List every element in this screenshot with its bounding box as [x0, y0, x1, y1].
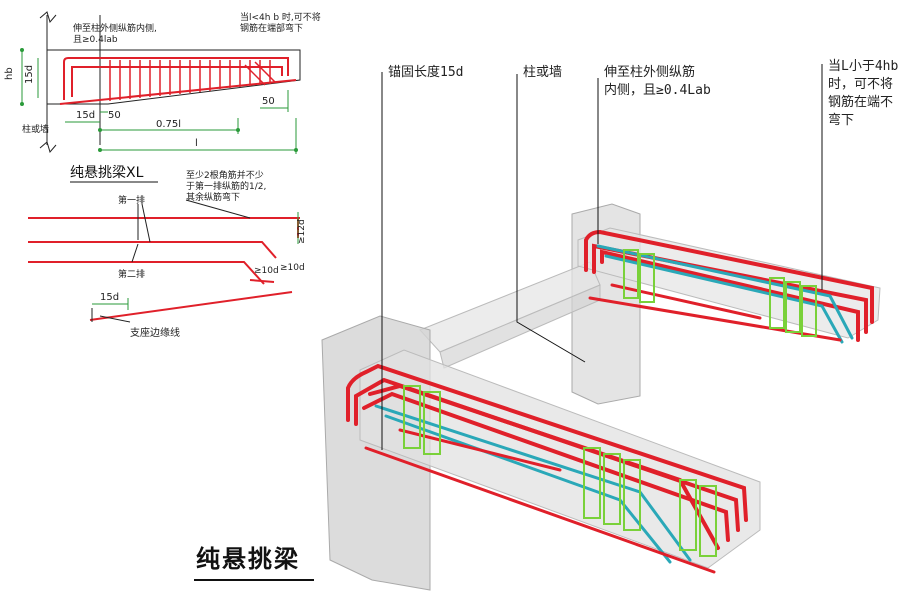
- section-title: 纯悬挑梁XL: [70, 165, 144, 181]
- dimension-lines: [20, 48, 298, 154]
- stirrups: [109, 60, 276, 101]
- front-beam-rebars: [346, 363, 748, 574]
- dim-10d-b-label: ≥10d: [280, 263, 305, 273]
- note-inner-side-line1: 伸至柱外侧纵筋内侧,: [73, 22, 157, 34]
- break-mark-top: [39, 11, 57, 24]
- dim-50-left-label: 50: [108, 110, 121, 121]
- bar-row2-bent-a: [28, 261, 265, 285]
- bar-bottom: [89, 291, 293, 321]
- bar-note-line1: 至少2根角筋并不少: [186, 169, 264, 181]
- bar-detail: 至少2根角筋并不少 于第一排纵筋的1/2, 其余纵筋弯下 第一排 第二排 ≥12…: [28, 169, 307, 339]
- support-label: 柱或墙: [22, 123, 49, 135]
- dim-12d-label: ≥12d: [297, 219, 307, 244]
- callout-end-line4: 弯下: [828, 112, 854, 128]
- callout-support: 柱或墙: [523, 65, 562, 80]
- note-inner-side-line2: 且≥0.4lab: [73, 34, 118, 45]
- note-end-line1: 当l<4h b 时,可不将: [240, 11, 321, 23]
- bar-note-line2: 于第一排纵筋的1/2,: [186, 180, 266, 192]
- callout-anchor: 锚固长度15d: [388, 64, 463, 80]
- section-detail: hb 15d 15d 50 50 0.75l l 柱或墙 伸至柱外侧纵筋内侧, …: [4, 11, 321, 183]
- row1-label: 第一排: [118, 194, 145, 206]
- bar-row2-bent-b: [249, 279, 275, 283]
- iso-view: 锚固长度15d 柱或墙 伸至柱外侧纵筋 内侧，且≥0.4Lab 当L小于4hb …: [194, 59, 898, 591]
- top-bar-first-row: [63, 57, 289, 100]
- dim-hb-label: hb: [4, 67, 15, 80]
- support-edge-leader: [99, 315, 131, 323]
- callout-leaders: [381, 64, 823, 450]
- note-end-line2: 钢筋在端部弯下: [240, 22, 303, 34]
- top-bar-second-row: [71, 66, 283, 97]
- dim-15d-label: 15d: [100, 292, 119, 303]
- dim-50-right-label: 50: [262, 96, 275, 107]
- bar-row1-bent: [28, 241, 277, 259]
- support-edge-label: 支座边缘线: [130, 326, 180, 339]
- bar-note-line3: 其余纵筋弯下: [186, 191, 240, 203]
- callout-end-line1: 当L小于4hb: [828, 59, 898, 74]
- bottom-bar: [59, 79, 297, 105]
- dim-10d-a-label: ≥10d: [254, 266, 279, 276]
- callout-end-line3: 钢筋在端不: [828, 94, 893, 110]
- callout-end-line2: 时，可不将: [828, 77, 893, 92]
- dim-075l-label: 0.75l: [156, 119, 181, 130]
- callout-inner-line2: 内侧，且≥0.4Lab: [604, 82, 711, 98]
- back-beam-rebars: [584, 229, 874, 344]
- leader-support: [516, 74, 586, 363]
- dim-15d-bottom-label: 15d: [76, 110, 95, 121]
- callout-inner-line1: 伸至柱外侧纵筋: [604, 64, 695, 80]
- row1-leader-b: [141, 203, 151, 243]
- dim-15d-vertical-label: 15d: [24, 65, 35, 84]
- break-mark-bottom: [39, 141, 57, 154]
- dim-l-label: l: [195, 138, 198, 149]
- row1-leader: [131, 204, 139, 263]
- note-leader: [185, 199, 251, 219]
- main-title: 纯悬挑梁: [196, 545, 300, 573]
- row2-label: 第二排: [118, 268, 145, 280]
- beam-outline: [47, 49, 301, 105]
